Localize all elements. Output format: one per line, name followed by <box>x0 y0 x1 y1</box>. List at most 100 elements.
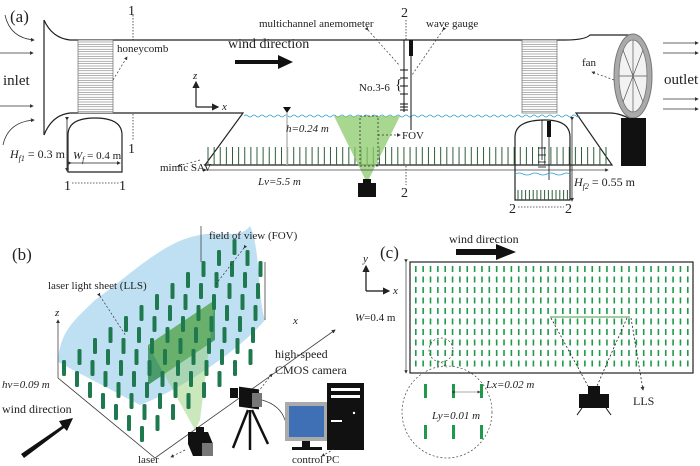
stem-plan <box>576 266 579 272</box>
stem-plan <box>539 350 542 356</box>
axis-z-b-label: z <box>54 307 60 319</box>
stem-plan <box>562 329 564 335</box>
stem-plan <box>584 329 586 335</box>
stem-plan <box>510 297 513 304</box>
stem-plan <box>628 308 630 314</box>
stem-plan <box>606 297 608 304</box>
stem-plan <box>466 276 469 283</box>
stem-3d <box>238 316 242 332</box>
stem-plan <box>459 287 461 293</box>
stem-plan <box>495 360 498 367</box>
wave-gauge <box>409 40 413 56</box>
stem-plan <box>672 308 674 314</box>
section-1-left: 1 <box>64 179 71 194</box>
stem-plan <box>664 360 667 367</box>
stem-plan <box>415 360 417 367</box>
stem-plan <box>481 276 483 283</box>
panel-c: (c) wind direction y x W=0.4 m LLS <box>355 232 694 459</box>
stem-plan <box>606 350 608 356</box>
stem-plan <box>672 276 674 283</box>
stem-3d <box>199 283 203 299</box>
stem-plan <box>591 350 594 356</box>
stem-plan <box>437 297 439 304</box>
stem-plan <box>606 339 608 346</box>
stem-plan <box>481 350 483 356</box>
stem-plan <box>503 276 505 283</box>
stem-plan <box>437 329 439 335</box>
stem-plan <box>657 339 660 346</box>
stem-3d <box>181 316 185 332</box>
stem-plan <box>525 360 527 367</box>
stem-plan <box>459 308 461 314</box>
stem-plan <box>547 350 549 356</box>
stem-plan <box>444 276 447 283</box>
stem-3d <box>147 360 152 376</box>
stem-plan <box>620 297 623 304</box>
fov-label: FOV <box>402 130 424 142</box>
stem-plan <box>657 287 660 293</box>
stem-plan <box>664 287 667 293</box>
stem-plan <box>672 360 674 367</box>
stem-plan <box>481 266 483 272</box>
stem-plan <box>495 276 498 283</box>
stem-plan <box>547 287 549 293</box>
stem-plan <box>525 266 527 272</box>
stem-plan <box>539 287 542 293</box>
stem-plan <box>444 318 447 325</box>
stem-plan <box>628 350 630 356</box>
stem-plan <box>584 287 586 293</box>
stem-plan <box>635 360 638 367</box>
stem-3d <box>142 404 147 420</box>
stem-plan <box>459 276 461 283</box>
stem-plan <box>562 266 564 272</box>
lx-label: Lx=0.02 m <box>485 379 534 391</box>
stem-plan <box>539 360 542 367</box>
stem-3d <box>183 294 188 310</box>
stem-3d <box>258 261 263 277</box>
stem-3d <box>139 305 144 321</box>
stem-plan <box>415 308 417 314</box>
stem-3d <box>160 371 165 387</box>
stem-plan <box>422 318 424 325</box>
stem-plan <box>422 287 424 293</box>
stem-plan <box>591 339 594 346</box>
mimic-sav-stems <box>207 147 607 165</box>
stem-plan <box>488 266 491 272</box>
stem-plan <box>606 287 608 293</box>
stem-3d <box>222 327 227 343</box>
stem-plan <box>562 350 564 356</box>
stem-plan <box>569 318 571 325</box>
stem-plan <box>650 297 652 304</box>
stem-plan <box>598 360 601 367</box>
water-depth-label: h=0.24 m <box>286 123 329 135</box>
stem-plan <box>562 318 564 325</box>
stem-plan <box>591 308 594 314</box>
stem-plan <box>437 308 439 314</box>
stem-plan <box>687 276 689 283</box>
stem-plan <box>444 339 447 346</box>
stem-plan <box>510 339 513 346</box>
stem-plan <box>451 339 454 346</box>
cross-section-stems <box>517 190 568 200</box>
stem-plan <box>473 266 476 272</box>
stem-plan <box>672 266 674 272</box>
stem-plan <box>517 339 520 346</box>
stem-plan <box>517 350 520 356</box>
stem-plan <box>539 329 542 335</box>
stem-plan <box>473 350 476 356</box>
stem-plan <box>591 287 594 293</box>
stem-3d <box>256 283 260 299</box>
stem-plan <box>415 329 417 335</box>
stem-plan <box>672 297 674 304</box>
stem-plan <box>481 308 483 314</box>
stem-3d <box>227 283 232 299</box>
stem-plan <box>444 287 447 293</box>
veg-length-label: Lv=5.5 m <box>257 176 301 188</box>
stem-plan <box>488 339 491 346</box>
stem-plan <box>687 287 689 293</box>
stem-plan <box>554 329 557 335</box>
stem-3d <box>245 250 250 266</box>
fov-box <box>359 115 379 167</box>
stem-plan <box>598 350 601 356</box>
wind-direction-label: wind direction <box>228 37 309 52</box>
